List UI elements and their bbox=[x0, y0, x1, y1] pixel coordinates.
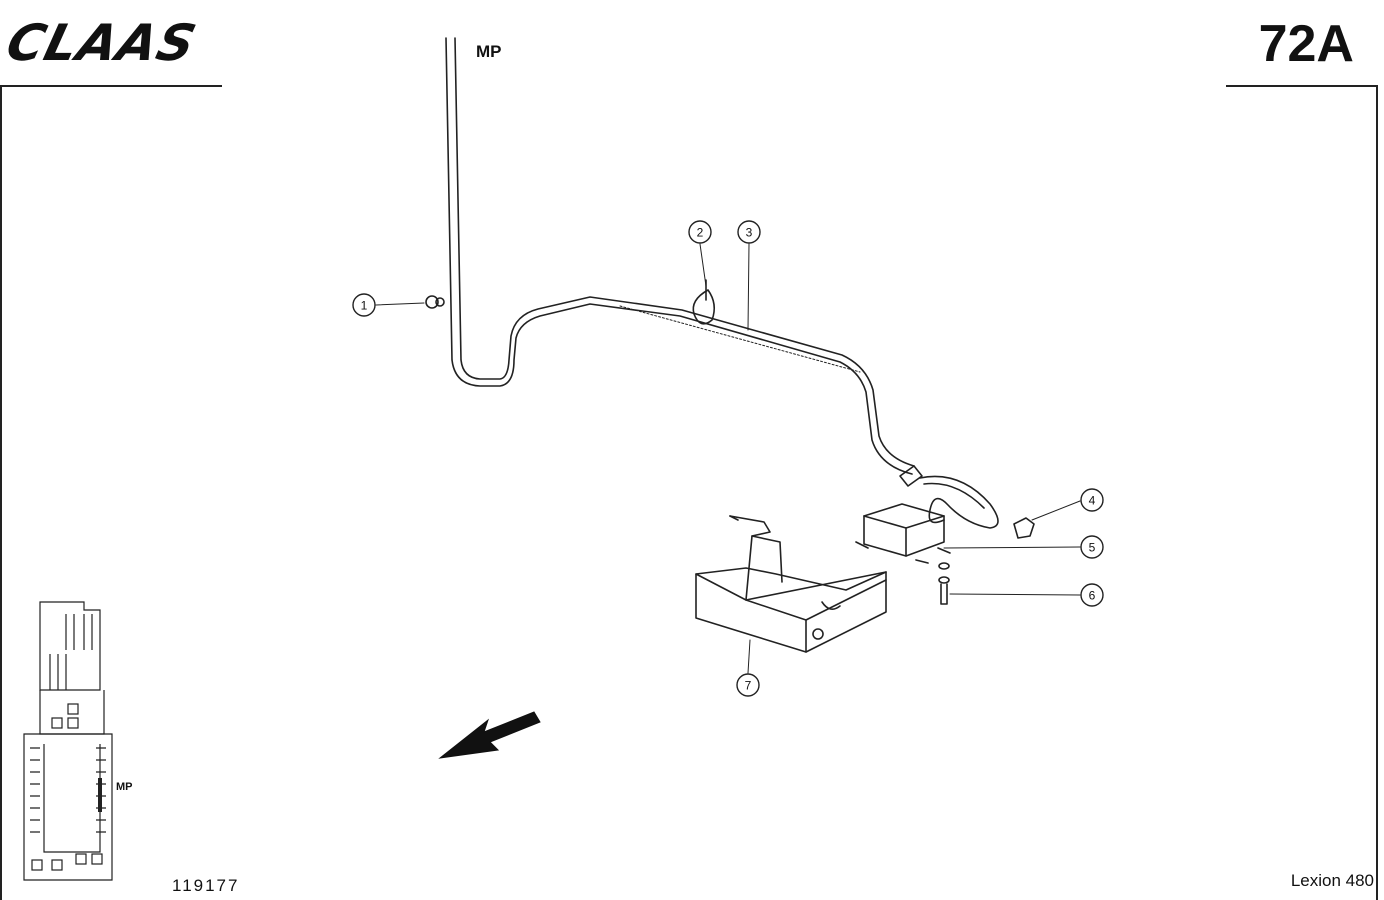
direction-arrow bbox=[438, 711, 541, 759]
callout-5: 5 bbox=[1089, 541, 1096, 555]
sheet-left-border bbox=[0, 85, 2, 900]
cable-clip bbox=[1013, 517, 1035, 539]
sheet-right-border bbox=[1376, 85, 1378, 900]
callout-7: 7 bbox=[745, 679, 752, 693]
document-number: 119177 bbox=[172, 876, 240, 895]
mp-label: MP bbox=[476, 42, 502, 61]
header-rule-left bbox=[0, 85, 222, 87]
callout-3: 3 bbox=[746, 226, 753, 240]
callout-2: 2 bbox=[697, 226, 704, 240]
cable-harness bbox=[445, 37, 913, 475]
callout-4: 4 bbox=[1089, 494, 1096, 508]
cable-clamp bbox=[425, 295, 439, 309]
locator-schematic bbox=[23, 601, 113, 881]
callout-1: 1 bbox=[361, 299, 368, 313]
mounting-bracket bbox=[695, 515, 887, 653]
cable-strap bbox=[692, 289, 716, 325]
page-number: 72A bbox=[1258, 15, 1354, 73]
model-name: Lexion 480 bbox=[1290, 871, 1374, 890]
control-box bbox=[863, 503, 945, 557]
mp-mini-label: MP bbox=[116, 781, 133, 793]
header-rule-right bbox=[1226, 85, 1376, 87]
bolt bbox=[940, 583, 948, 605]
callout-6: 6 bbox=[1089, 589, 1096, 603]
